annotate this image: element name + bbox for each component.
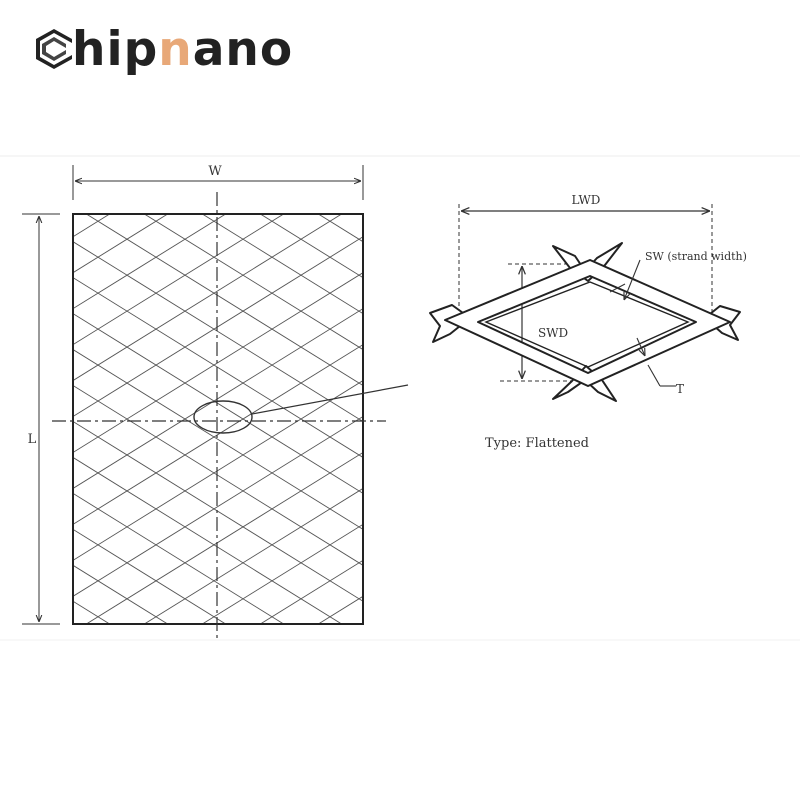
mesh-line — [73, 236, 363, 418]
mesh-pattern — [0, 171, 800, 667]
t-label: T — [676, 382, 684, 396]
lwd-label: LWD — [572, 193, 601, 207]
mesh-line — [201, 523, 363, 624]
mesh-line — [73, 415, 363, 597]
mesh-line — [73, 214, 285, 346]
mesh-line — [0, 171, 63, 667]
type-caption: Type: Flattened — [485, 436, 589, 451]
mesh-line — [0, 171, 5, 667]
chipnano-logo: hipnano — [34, 26, 293, 73]
mesh-sheet — [0, 171, 800, 667]
mesh-line — [73, 349, 363, 530]
mesh-line — [73, 528, 227, 624]
cell-strands — [429, 242, 741, 402]
cell-opening — [484, 281, 690, 368]
mesh-line — [73, 420, 363, 602]
mesh-line — [143, 214, 363, 351]
mesh-line — [73, 214, 343, 382]
mesh-line — [73, 214, 227, 310]
mesh-line — [73, 272, 363, 454]
length-label: L — [28, 432, 37, 447]
mesh-line — [0, 171, 5, 667]
mesh-line — [365, 171, 800, 667]
sw-label: SW (strand width) — [645, 250, 747, 263]
mesh-line — [317, 595, 363, 624]
mesh-line — [73, 277, 363, 458]
length-dimension: L — [22, 213, 60, 625]
cell-detail: LWD SWD SW (strand width) T Typ — [429, 193, 747, 451]
mesh-line — [259, 559, 363, 624]
mesh-line — [73, 241, 363, 423]
mesh-line — [365, 171, 800, 667]
detail-callout — [193, 384, 409, 434]
width-dimension: W — [72, 164, 364, 200]
mesh-line — [0, 171, 121, 667]
mesh-line — [73, 313, 363, 494]
logo-text-n-accent: n — [158, 22, 193, 77]
mesh-line — [85, 451, 363, 624]
mesh-line — [73, 564, 169, 624]
mesh-line — [73, 492, 285, 624]
mesh-line — [73, 456, 343, 624]
mesh-line — [73, 600, 111, 624]
mesh-line — [317, 214, 363, 243]
swd-label: SWD — [538, 326, 568, 340]
detail-ellipse — [193, 400, 253, 434]
mesh-line — [259, 214, 363, 279]
center-lines — [52, 192, 386, 642]
mesh-line — [73, 380, 363, 561]
detail-leader-line — [251, 384, 409, 415]
mesh-line — [73, 308, 363, 489]
mesh-line — [0, 171, 121, 667]
mesh-line — [73, 214, 111, 238]
logo-text-hip: hip — [72, 22, 159, 77]
mesh-line — [143, 487, 363, 624]
sheet-outline — [72, 213, 364, 625]
chipnano-logo-mark-icon — [36, 29, 72, 69]
logo-text-ano: ano — [192, 22, 294, 77]
sw-arrow — [624, 259, 641, 300]
width-label: W — [208, 164, 222, 179]
mesh-line — [201, 214, 363, 315]
mesh-line — [73, 344, 363, 525]
mesh-line — [0, 171, 63, 667]
mesh-line — [73, 214, 169, 274]
mesh-line — [85, 214, 363, 387]
